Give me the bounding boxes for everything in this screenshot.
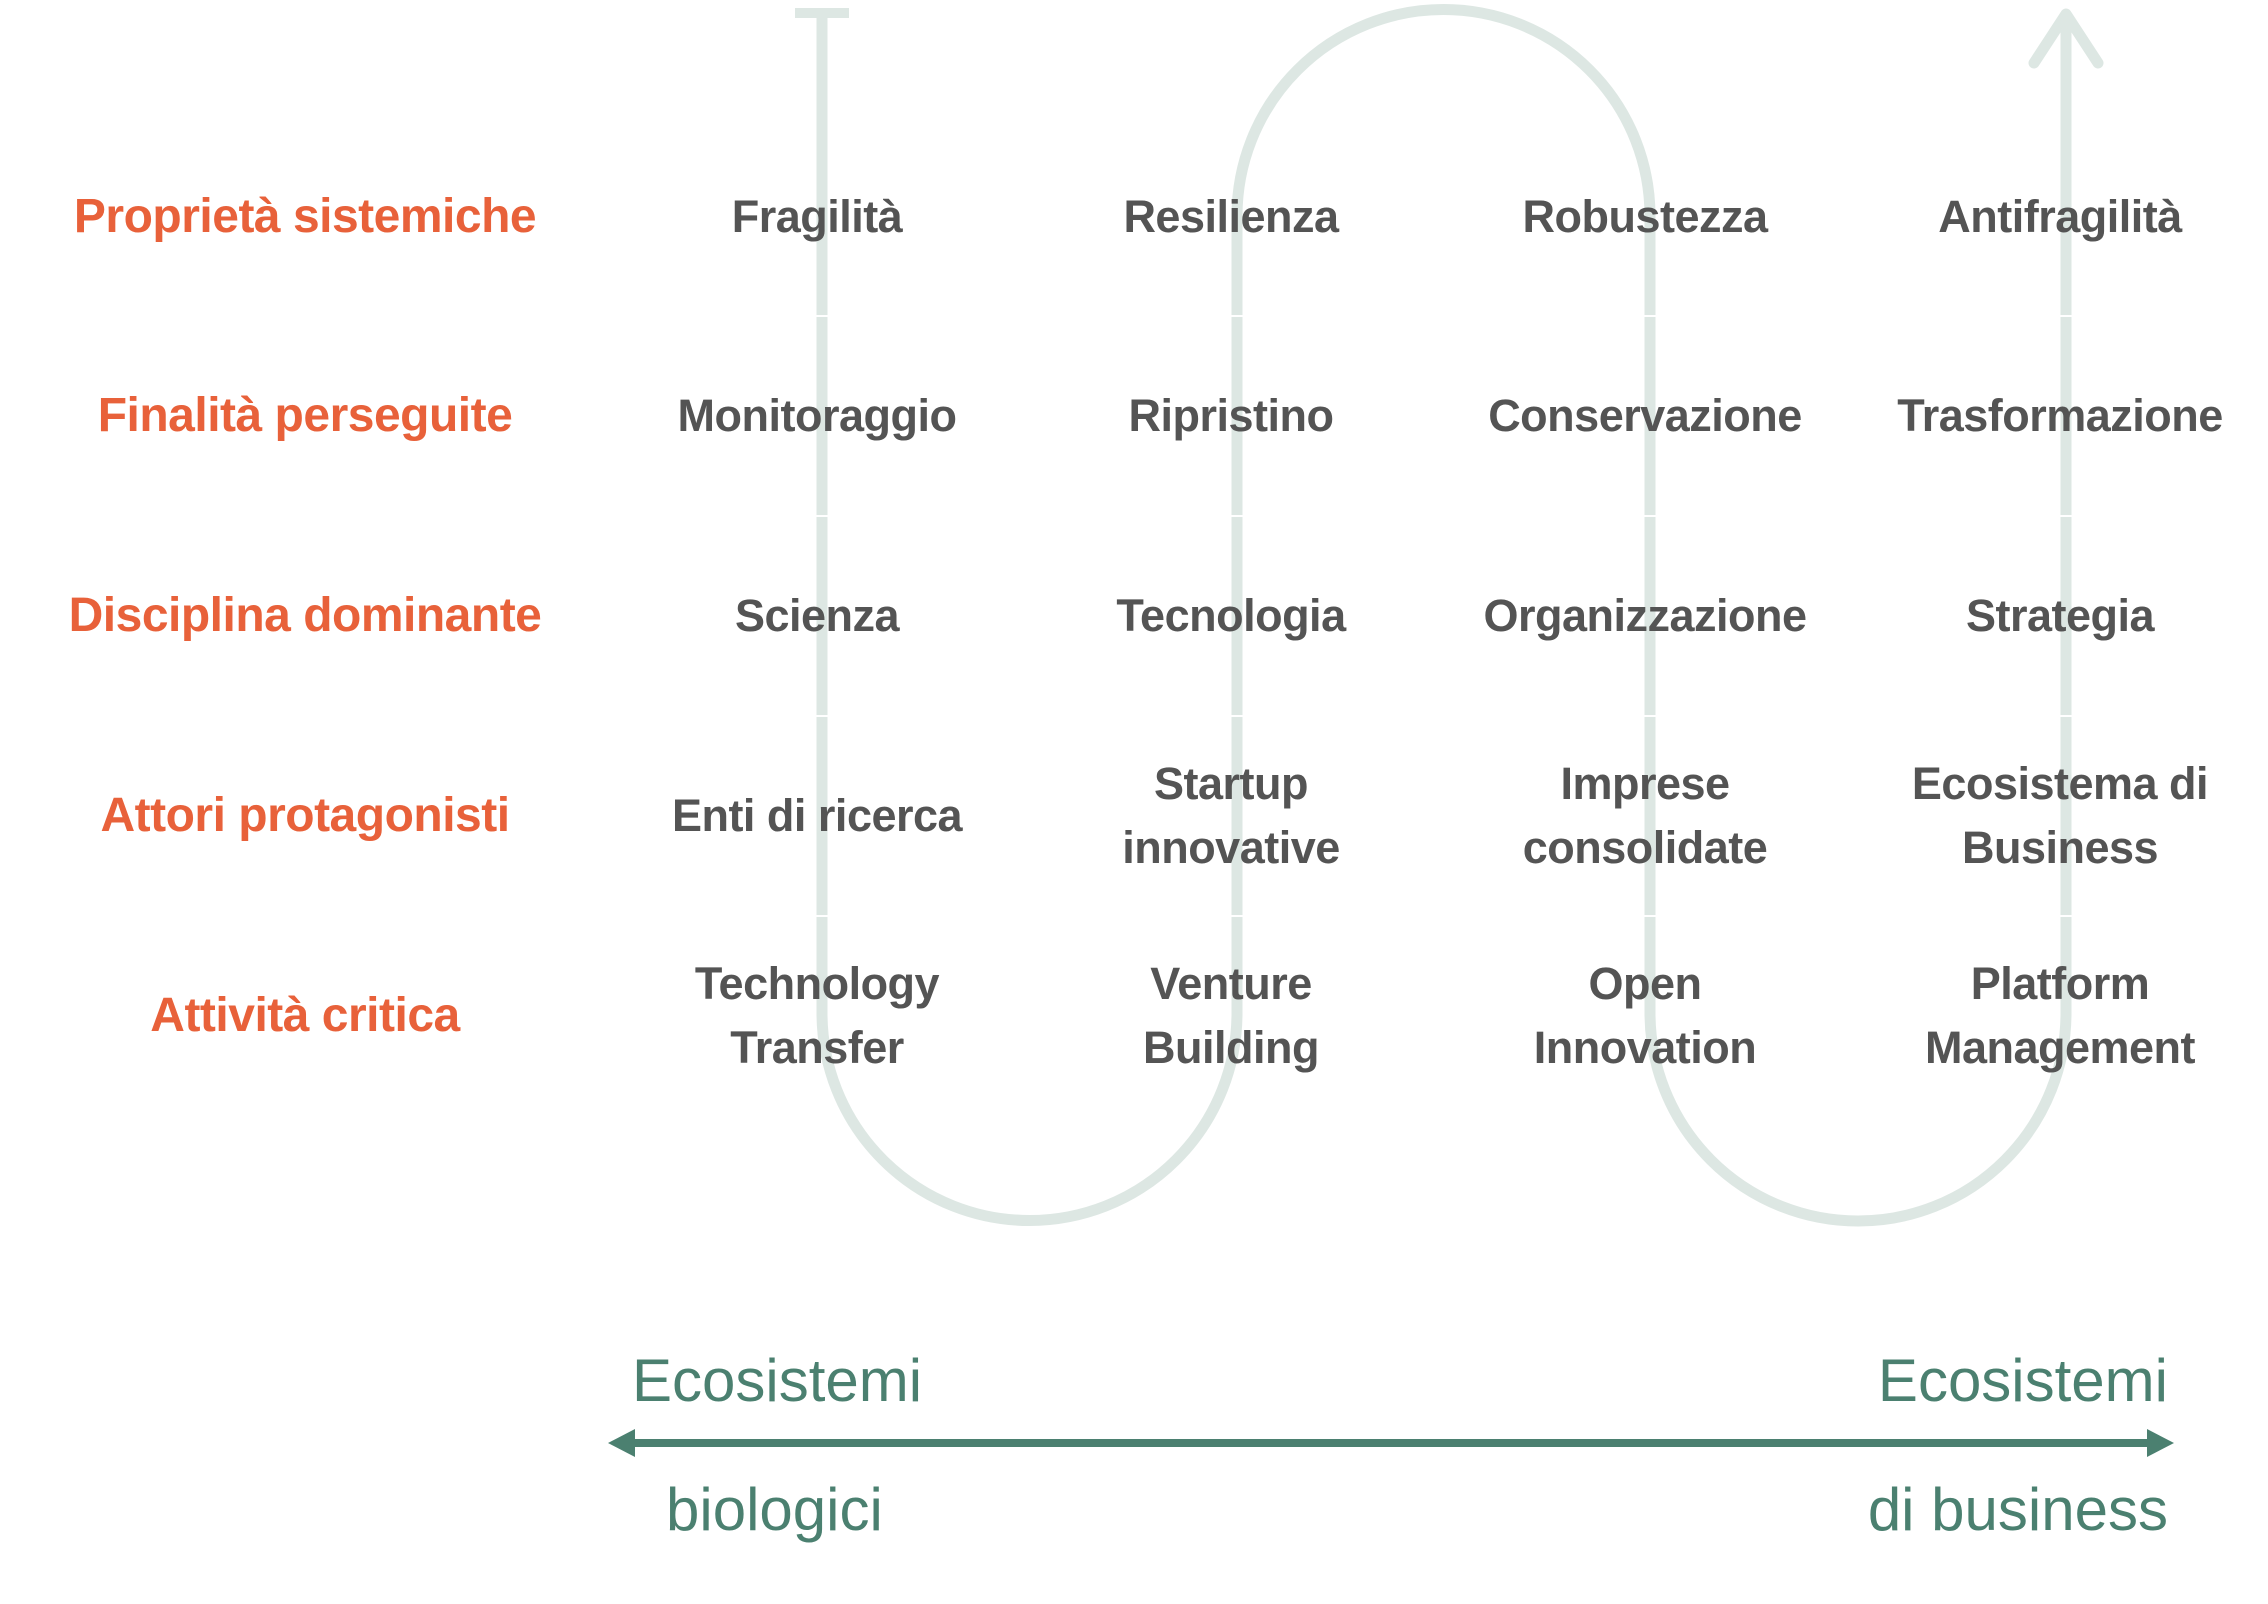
cell-text: Ecosistema di <box>1911 758 2209 809</box>
row-label-proprieta-sistemiche: Proprietà sistemiche <box>73 190 537 243</box>
cell-text: innovative <box>1122 822 1340 873</box>
cell: Scienza <box>617 584 1017 648</box>
cell: Imprese consolidate <box>1445 752 1845 880</box>
cell: Strategia <box>1860 584 2260 648</box>
cell-text: Conservazione <box>1488 390 1802 441</box>
cell-text: Trasformazione <box>1897 390 2223 441</box>
cell: Fragilità <box>617 185 1017 249</box>
cell: Antifragilità <box>1860 185 2260 249</box>
axis-arrowhead-right-icon <box>2147 1429 2174 1457</box>
cell-text: Business <box>1961 822 2159 873</box>
cell: Tecnologia <box>1031 584 1431 648</box>
axis-left-label-bottom: biologici <box>666 1476 883 1543</box>
row-label-finalita-perseguite: Finalità perseguite <box>97 389 513 442</box>
cell-text: Monitoraggio <box>677 390 957 441</box>
row-label-disciplina-dominante: Disciplina dominante <box>68 589 542 642</box>
cell-text: Platform <box>1970 958 2150 1009</box>
cell: Trasformazione <box>1860 384 2260 448</box>
cell-text: Fragilità <box>731 191 903 242</box>
cell: Ripristino <box>1031 384 1431 448</box>
cell-text: Organizzazione <box>1483 590 1807 641</box>
axis-right-label-top: Ecosistemi <box>1877 1347 2168 1414</box>
axis-arrow <box>608 1429 2174 1457</box>
row-label-attivita-critica: Attività critica <box>150 989 460 1042</box>
cell-text: Management <box>1924 1022 2196 1073</box>
cell-text: Tecnologia <box>1116 590 1346 641</box>
cell: Startup innovative <box>1031 752 1431 880</box>
axis-arrowhead-left-icon <box>608 1429 635 1457</box>
cell: Organizzazione <box>1445 584 1845 648</box>
axis-left-label-top: Ecosistemi <box>632 1347 923 1414</box>
cell-text: Resilienza <box>1123 191 1339 242</box>
cell: Ecosistema di Business <box>1860 752 2260 880</box>
row-label-attori-protagonisti: Attori protagonisti <box>100 789 510 842</box>
cell: Robustezza <box>1445 185 1845 249</box>
serpentine-path <box>816 4 2072 1227</box>
row-separators <box>700 315 2240 917</box>
cell-text: Imprese <box>1560 758 1730 809</box>
axis-right-label-bottom: di business <box>1867 1476 2168 1543</box>
cell-text: Technology <box>694 958 940 1009</box>
cell-text: Startup <box>1154 758 1309 809</box>
cell-text: consolidate <box>1522 822 1768 873</box>
cell: Monitoraggio <box>617 384 1017 448</box>
cell-text: Venture <box>1150 958 1312 1009</box>
cell: Enti di ricerca <box>617 784 1017 848</box>
cell-text: Transfer <box>730 1022 904 1073</box>
cell: Resilienza <box>1031 185 1431 249</box>
cell-text: Enti di ricerca <box>671 790 963 841</box>
cell-text: Building <box>1143 1022 1319 1073</box>
cell-text: Scienza <box>734 590 900 641</box>
cell-text: Ripristino <box>1128 390 1335 441</box>
cell-text: Innovation <box>1533 1022 1757 1073</box>
cell-text: Strategia <box>1965 590 2155 641</box>
cell: Conservazione <box>1445 384 1845 448</box>
path-arrowhead-icon <box>2028 8 2104 69</box>
cell-text: Robustezza <box>1522 191 1768 242</box>
cell-text: Open <box>1588 958 1702 1009</box>
cell-text: Antifragilità <box>1938 191 2182 242</box>
